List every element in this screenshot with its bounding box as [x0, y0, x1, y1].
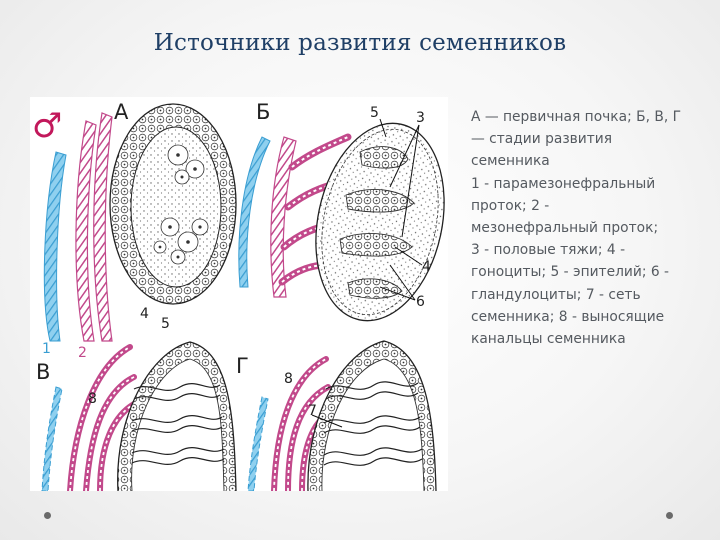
label-duct-2: 2 [78, 345, 87, 361]
label-b-3: 3 [416, 110, 425, 126]
label-v-8: 8 [88, 391, 97, 407]
label-a-4: 4 [140, 306, 149, 322]
label-b-5: 5 [370, 105, 379, 121]
panel-label-g: Г [236, 354, 249, 378]
caption-line: — стадии развития [471, 131, 613, 148]
caption-line: семенника [471, 153, 550, 170]
paramesonephric-duct-a [43, 151, 67, 342]
figure-caption: А — первичная почка; Б, В, Г — стадии ра… [471, 106, 696, 350]
label-b-6: 6 [416, 294, 425, 310]
mesonephric-duct-a2 [93, 112, 113, 342]
label-g-7: 7 [308, 403, 317, 419]
panel-g [247, 340, 437, 491]
label-g-8: 8 [284, 371, 293, 387]
caption-line: мезонефральный проток; [471, 220, 659, 237]
paramesonephric-duct-b [238, 136, 271, 288]
caption-line: 3 - половые тяжи; 4 - [471, 242, 626, 259]
slide-title: Источники развития семенников [153, 30, 567, 56]
paramesonephric-duct-v [41, 386, 63, 491]
decorative-dot-right [666, 512, 673, 519]
panel-v [41, 341, 237, 491]
caption-line: канальцы семенника [471, 331, 626, 348]
caption-line: проток; 2 - [471, 197, 550, 214]
panel-label-v: В [36, 360, 50, 384]
male-symbol: ♂ [32, 106, 62, 146]
rete-testis-g [323, 381, 423, 466]
caption-line: семенника; 8 - выносящие [471, 308, 665, 325]
paramesonephric-duct-g [247, 396, 269, 491]
label-duct-1: 1 [42, 341, 51, 357]
sex-cords-b [339, 146, 415, 299]
decorative-dot-left [44, 512, 51, 519]
panel-label-b: Б [256, 100, 270, 124]
caption-line: гоноциты; 5 - эпителий; 6 - [471, 264, 670, 281]
panel-b [238, 118, 445, 322]
label-b-4: 4 [422, 259, 431, 275]
mesonephric-duct-b [270, 136, 297, 298]
caption-line: А — первичная почка; Б, В, Г [471, 109, 682, 125]
figure-canvas: ♂ А Б В Г 4 5 5 3 4 6 1 2 8 8 7 [32, 100, 445, 491]
panel-a [43, 103, 237, 342]
mesonephric-duct-a1 [75, 120, 97, 342]
developing-testis-b [315, 122, 445, 322]
panel-label-a: А [114, 100, 129, 124]
label-a-5: 5 [161, 316, 170, 332]
seminiferous-tubules-v [131, 382, 225, 466]
caption-line: 1 - парамезонефральный [471, 175, 656, 192]
caption-line: гландулоциты; 7 - сеть [471, 286, 641, 303]
testis-development-figure: ♂ А Б В Г 4 5 5 3 4 6 1 2 8 8 7 [30, 97, 448, 491]
